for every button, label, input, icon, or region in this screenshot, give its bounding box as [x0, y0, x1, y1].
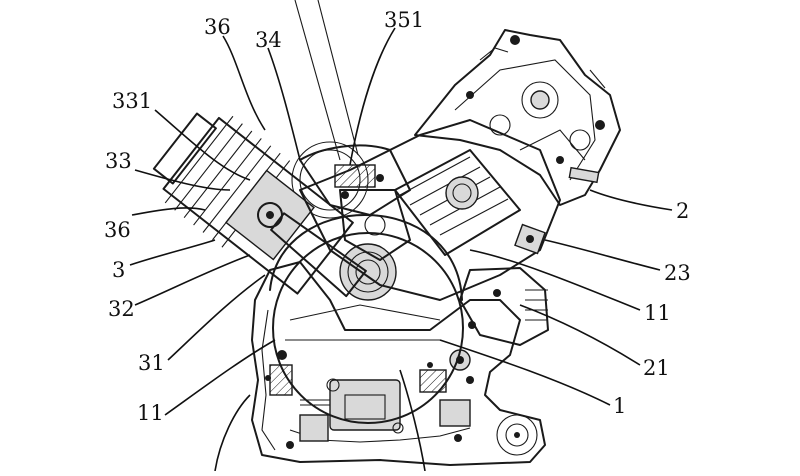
leader-extra-bottom-left: [214, 394, 251, 472]
label-2: 2: [676, 199, 689, 223]
leader-11-bottom: [164, 339, 276, 416]
label-31: 31: [138, 351, 165, 375]
leader-3: [129, 239, 216, 266]
leader-36-left: [131, 207, 206, 216]
leader-32: [134, 254, 251, 306]
label-34: 34: [255, 28, 282, 52]
label-32: 32: [108, 297, 135, 321]
label-36-left: 36: [104, 218, 131, 242]
label-3: 3: [112, 258, 125, 282]
leader-351: [349, 27, 396, 166]
leader-33: [134, 169, 231, 191]
label-21: 21: [643, 356, 670, 380]
leader-34: [267, 47, 301, 161]
leader-31: [167, 274, 266, 361]
label-1: 1: [613, 394, 626, 418]
label-23: 23: [664, 261, 691, 285]
leader-36-top: [222, 35, 266, 131]
left-cylinder: [152, 112, 367, 298]
leader-lines: [129, 27, 673, 472]
label-351: 351: [384, 8, 424, 32]
leader-2: [589, 189, 673, 211]
leader-1: [439, 339, 611, 406]
label-11-right: 11: [644, 301, 671, 325]
label-36-top: 36: [204, 15, 231, 39]
leader-extra-bottom-mid: [399, 369, 426, 472]
label-11-bottom: 11: [137, 401, 164, 425]
leader-331: [154, 109, 251, 181]
leader-21: [519, 304, 641, 366]
leader-23: [544, 239, 661, 271]
leader-11-right: [469, 249, 641, 311]
top-gear-area: [294, 0, 411, 216]
label-33: 33: [105, 149, 132, 173]
right-cylinder: [299, 119, 561, 346]
reference-labels: 36 34 351 331 33 36 3 32 31 11 2 23 11 2…: [104, 8, 691, 425]
cylinder-head: [414, 29, 621, 206]
label-331: 331: [112, 89, 152, 113]
